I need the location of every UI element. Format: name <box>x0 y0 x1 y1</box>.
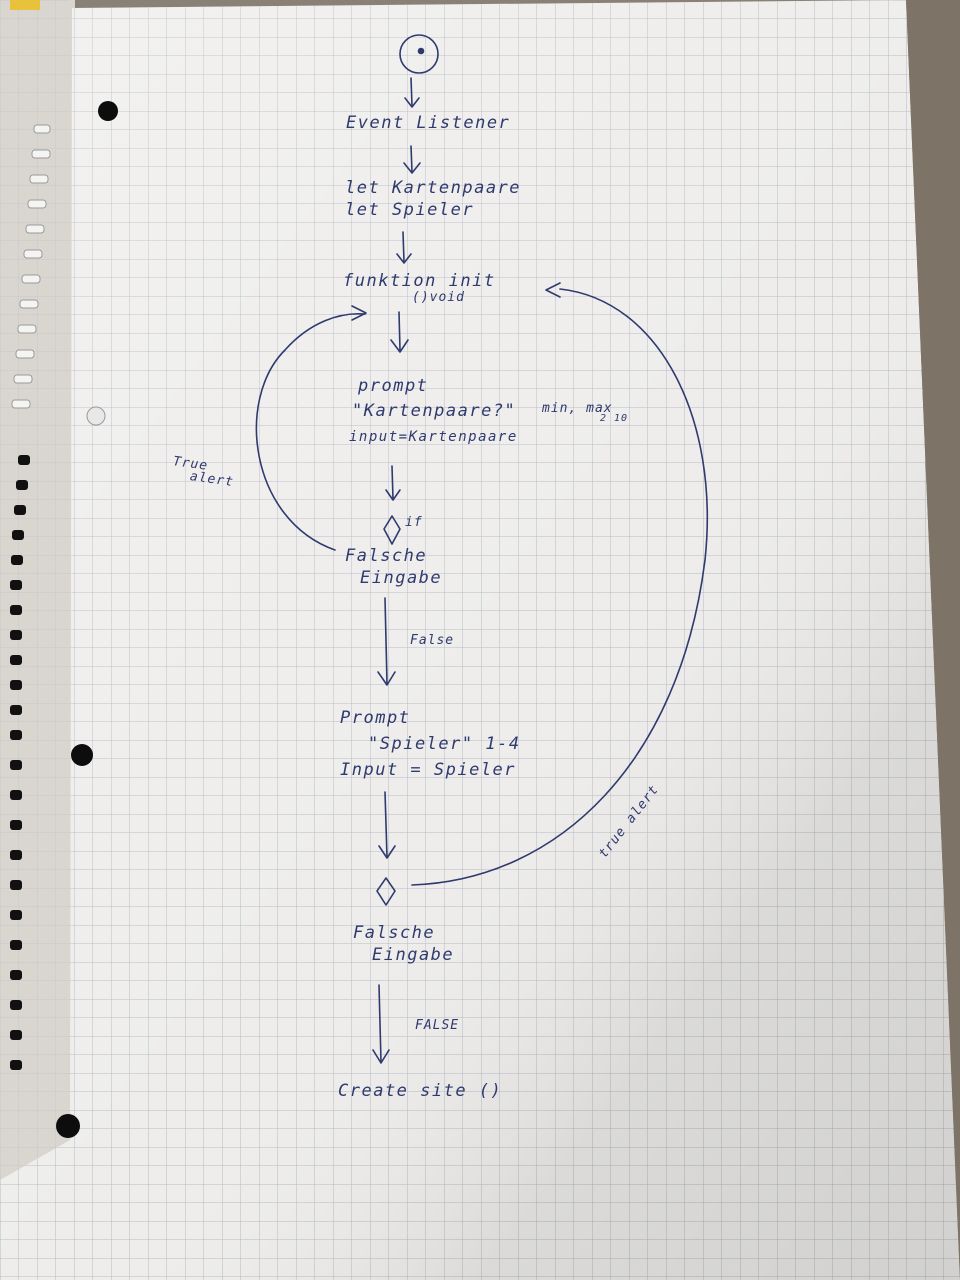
start-node <box>399 34 439 74</box>
loop-true-alert-left <box>255 305 367 551</box>
arrow-decision-2-false <box>372 984 390 1064</box>
arrow-let-to-init <box>396 231 412 264</box>
node-prompt-1-input: input=Kartenpaare <box>349 429 518 445</box>
arrow-prompt-to-decision-1 <box>385 465 401 501</box>
node-prompt-2-text: "Spieler" 1-4 <box>368 734 521 754</box>
edge-false-1: False <box>410 633 455 648</box>
loop-true-alert-right <box>411 282 709 886</box>
edge-false-2: FALSE <box>415 1018 460 1033</box>
node-falsche-eingabe-2: Falsche <box>353 923 436 943</box>
spiral-binding <box>11 124 51 409</box>
arrow-listener-to-let <box>403 145 421 174</box>
node-falsche-eingabe-2b: Eingabe <box>372 945 455 965</box>
node-falsche-eingabe-1b: Eingabe <box>360 568 443 588</box>
node-init-void: ()void <box>412 290 465 305</box>
node-prompt-1-minmax-values: 2 10 <box>600 413 629 424</box>
node-prompt-1-text: "Kartenpaare?" <box>352 401 517 421</box>
node-falsche-eingabe-1: Falsche <box>345 546 428 566</box>
node-prompt-2-title: Prompt <box>340 708 411 728</box>
punch-holes <box>56 101 118 1138</box>
arrow-decision-1-false <box>377 597 396 686</box>
node-prompt-2-input: Input = Spieler <box>340 760 517 780</box>
node-event-listener: Event Listener <box>346 113 511 133</box>
node-let-spieler: let Spieler <box>345 200 475 220</box>
node-prompt-1-title: prompt <box>358 376 429 396</box>
arrow-prompt2-to-decision-2 <box>378 791 396 859</box>
decision-diamond-2 <box>376 877 396 906</box>
node-prompt-1-minmax: min, max <box>542 401 613 416</box>
node-funktion-init: funktion init <box>343 271 496 291</box>
arrow-start-to-listener <box>404 77 420 108</box>
arrow-init-to-prompt <box>390 311 409 353</box>
decision-1-if-label: if <box>405 515 423 530</box>
node-create-site: Create site () <box>338 1081 503 1101</box>
node-let-kartenpaare: let Kartenpaare <box>345 178 522 198</box>
decision-diamond-1 <box>383 515 401 545</box>
